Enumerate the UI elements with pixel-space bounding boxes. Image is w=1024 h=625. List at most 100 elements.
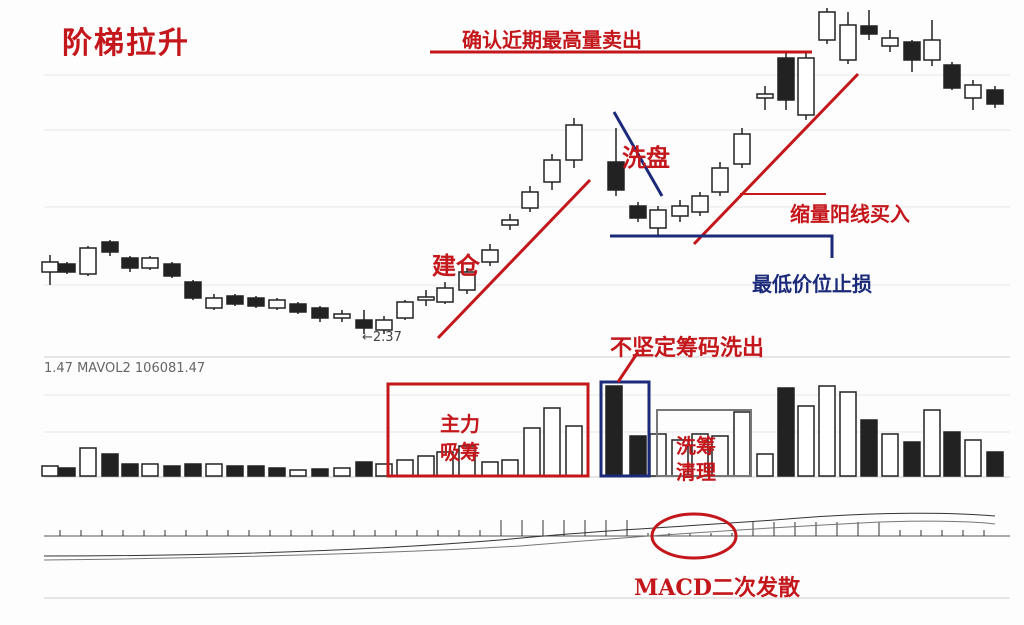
annotation-stop-loss: 最低价位止损	[752, 272, 872, 296]
volume-bar	[605, 385, 623, 477]
annotation-absorb-2: 吸筹	[440, 440, 480, 464]
candle-body	[711, 167, 729, 193]
build-trendline	[436, 178, 592, 340]
volume-bar	[481, 461, 499, 477]
volume-bar	[964, 439, 982, 477]
candle-body	[481, 249, 499, 263]
candle-body	[311, 307, 329, 319]
volume-bar	[839, 391, 857, 477]
candle-body	[671, 205, 689, 217]
chart-title: 阶梯拉升	[62, 26, 190, 61]
volume-bar	[375, 463, 393, 477]
volume-bar	[141, 463, 159, 477]
candle-body	[41, 261, 59, 273]
volume-bar	[79, 447, 97, 477]
volume-bar	[777, 387, 795, 477]
volume-bar	[818, 385, 836, 477]
candle-body	[226, 295, 244, 305]
annotation-macd: MACD二次发散	[634, 575, 801, 601]
candle-body	[543, 159, 561, 183]
volume-bar	[121, 463, 139, 477]
volume-bar	[986, 451, 1004, 477]
volume-bar	[923, 409, 941, 477]
volume-bar	[355, 461, 373, 477]
volume-bar	[797, 405, 815, 477]
candle-body	[607, 161, 625, 191]
volume-bar	[333, 467, 351, 477]
volume-bar	[523, 427, 541, 477]
annotation-absorb-1: 主力	[440, 412, 480, 436]
annotation-buy: 缩量阳线买入	[790, 202, 910, 226]
volume-bar	[903, 441, 921, 477]
volume-bar	[289, 469, 307, 477]
annotation-clean-2: 清理	[676, 460, 716, 484]
volume-bar	[311, 468, 329, 477]
candle-body	[881, 37, 899, 47]
candle-body	[839, 24, 857, 61]
volume-bar	[543, 407, 561, 477]
volume-bar	[184, 463, 202, 477]
candle-body	[58, 263, 76, 273]
volume-bar	[58, 467, 76, 477]
candle-body	[355, 319, 373, 329]
candle-body	[333, 313, 351, 319]
candle-body	[268, 299, 286, 309]
candle-body	[247, 297, 265, 307]
volume-bar	[565, 425, 583, 477]
annotation-unstable-out: 不坚定筹码洗出	[610, 335, 765, 361]
volume-header: 1.47 MAVOL2 106081.47	[44, 361, 206, 376]
macd-dif-line	[43, 512, 996, 557]
candle-body	[860, 25, 878, 35]
low-price-label: ←2.37	[362, 330, 402, 345]
candle-body	[649, 209, 667, 229]
annotation-wash: 洗盘	[622, 143, 670, 172]
volume-bar	[205, 463, 223, 477]
candle-body	[943, 64, 961, 89]
macd-circle	[650, 512, 738, 560]
annotation-build: 建仓	[432, 251, 480, 280]
candle-body	[923, 39, 941, 61]
volume-bar	[163, 465, 181, 477]
volume-bar	[756, 453, 774, 477]
candle-body	[629, 205, 647, 219]
candle-body	[797, 57, 815, 116]
volume-bar	[268, 467, 286, 477]
candle-body	[521, 191, 539, 209]
clean-box	[656, 409, 752, 477]
candle-body	[121, 257, 139, 269]
volume-bar	[417, 455, 435, 477]
volume-bar	[396, 459, 414, 477]
rise-trendline	[692, 72, 860, 246]
candle-body	[986, 89, 1004, 105]
volume-bar	[733, 411, 751, 477]
volume-bar	[881, 433, 899, 477]
volume-bar	[247, 465, 265, 477]
unstable-pointer	[616, 351, 640, 383]
absorb-box	[386, 382, 590, 478]
volume-bar	[101, 453, 119, 477]
volume-bar	[226, 465, 244, 477]
candle-body	[501, 219, 519, 226]
candle-body	[417, 296, 435, 301]
volume-bar	[860, 419, 878, 477]
volume-bar	[629, 435, 647, 477]
candle-body	[756, 93, 774, 99]
candle-body	[163, 263, 181, 277]
candle-body	[964, 84, 982, 99]
candle-body	[289, 303, 307, 313]
candle-body	[903, 41, 921, 61]
candle-body	[565, 124, 583, 161]
candle-body	[733, 133, 751, 165]
stop-loss-line	[610, 234, 834, 258]
candle-body	[777, 57, 795, 101]
annotation-sell: 确认近期最高量卖出	[462, 28, 642, 52]
volume-bar	[943, 431, 961, 477]
volume-bar	[501, 459, 519, 477]
wash-line	[612, 111, 664, 197]
candle-body	[818, 11, 836, 41]
candle-body	[396, 301, 414, 319]
unstable-box	[599, 380, 651, 478]
candle-body	[141, 257, 159, 269]
candle-body	[184, 281, 202, 299]
